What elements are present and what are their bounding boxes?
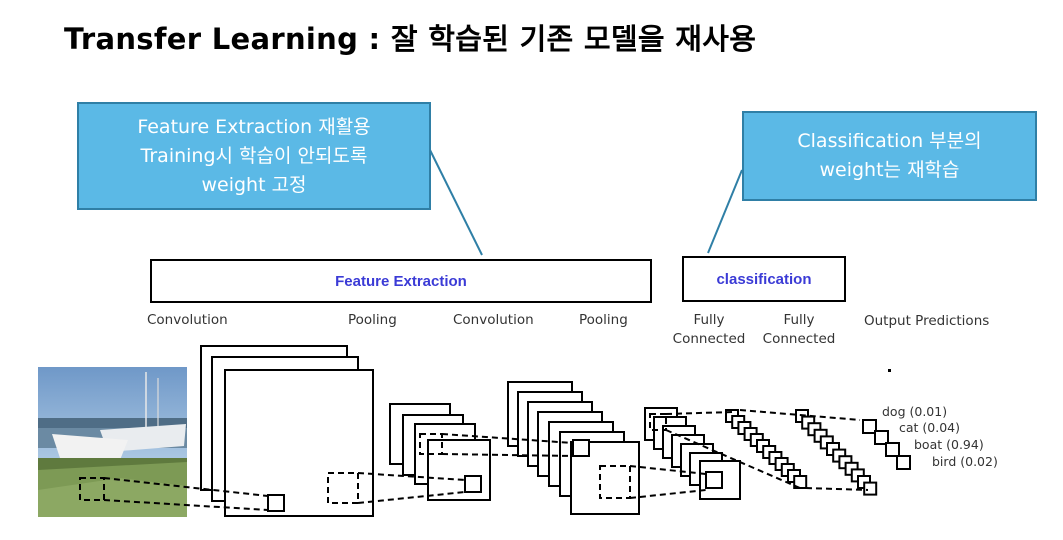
neuron: [863, 481, 878, 496]
prediction-boat: boat (0.94): [914, 437, 984, 452]
receptive-field-lines: [79, 409, 869, 511]
label-pooling-2: Pooling: [579, 312, 628, 328]
label-line: Connected: [672, 331, 746, 347]
label-convolution-1: Convolution: [147, 312, 228, 328]
prediction-bird: bird (0.02): [932, 454, 998, 469]
label-fully-connected-1: Fully Connected: [672, 311, 746, 349]
input-photo-icon: [38, 367, 187, 517]
label-output-predictions: Output Predictions: [864, 313, 990, 329]
callout-line: weight 고정: [201, 173, 307, 196]
label-line: Fully: [693, 312, 725, 328]
classification-band: classification: [682, 256, 846, 302]
label-line: Connected: [762, 331, 836, 347]
output-neurons: [862, 419, 911, 470]
feature-extraction-band: Feature Extraction: [150, 259, 652, 303]
prediction-cat: cat (0.04): [899, 420, 960, 435]
conv2-feature-maps: [507, 381, 640, 515]
page-title: Transfer Learning : 잘 학습된 기존 모델을 재사용: [64, 22, 757, 56]
conv1-unit: [267, 494, 285, 512]
fc2-neurons: [795, 409, 878, 496]
callout-pointer-right: [707, 169, 743, 254]
conv1-feature-maps: [200, 345, 374, 517]
pool2-unit: [705, 471, 723, 489]
label-fully-connected-2: Fully Connected: [762, 311, 836, 349]
label-pooling-1: Pooling: [348, 312, 397, 328]
callout-line: Training시 학습이 안되도록: [140, 144, 368, 167]
callout-classification: Classification 부분의 weight는 재학습: [742, 111, 1037, 201]
pool1-feature-maps: [389, 403, 491, 501]
fc1-neurons: [725, 409, 808, 489]
callout-feature-extraction: Feature Extraction 재활용 Training시 학습이 안되도…: [77, 102, 431, 210]
callout-line: Feature Extraction 재활용: [137, 115, 371, 138]
conv2-unit: [572, 439, 590, 457]
neuron: [793, 475, 808, 489]
callout-pointer-left: [429, 149, 483, 256]
label-line: Fully: [783, 312, 815, 328]
label-convolution-2: Convolution: [453, 312, 534, 328]
prediction-dog: dog (0.01): [882, 404, 948, 419]
pool1-unit: [464, 475, 482, 493]
output-marker: [888, 369, 891, 372]
callout-line: weight는 재학습: [819, 159, 960, 181]
callout-line: Classification 부분의: [797, 130, 982, 152]
